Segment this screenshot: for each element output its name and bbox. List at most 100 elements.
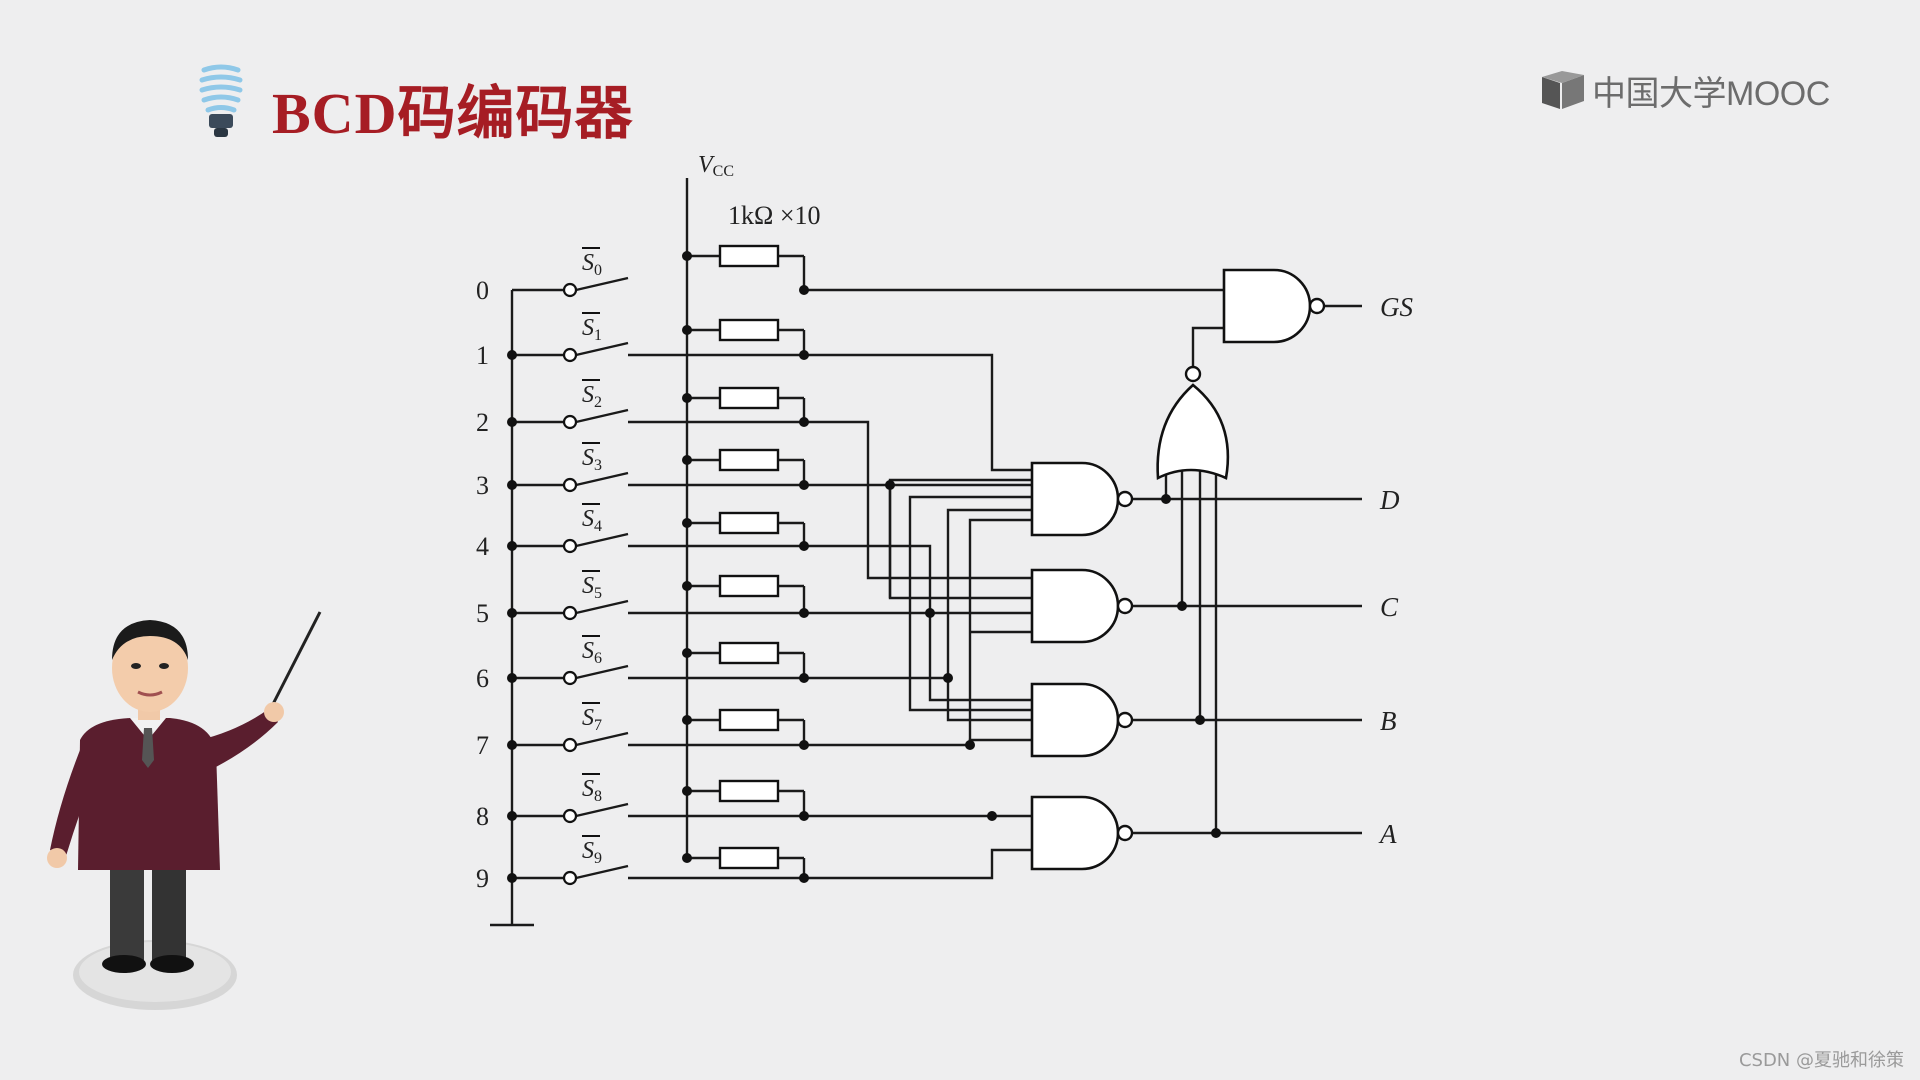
junction-dot [799,417,809,427]
wire [1191,326,1224,367]
switch-contact [562,670,578,686]
switch-label: S8 [582,776,602,805]
output-label: A [1378,819,1397,849]
mooc-logo: 中国大学MOOC [1540,66,1830,115]
wire [888,485,1032,600]
resistor [718,386,780,410]
junction-dot [799,740,809,750]
switch-contact [562,347,578,363]
switch-blade [575,408,629,424]
vcc-label-sub: CC [713,163,734,180]
junction-dot [682,853,692,863]
junction-dot [1177,601,1187,611]
teacher-illustration [30,600,350,1025]
switch-contact [562,808,578,824]
nand-gate-c-bubble [1116,597,1134,615]
nand-gate-d [1030,461,1120,537]
logo-text: 中国大学MOOC [1592,75,1830,113]
input-label: 8 [476,802,489,831]
switch-label: S9 [582,838,602,867]
nand-gate-a-bubble [1116,824,1134,842]
junction-dot [682,455,692,465]
switch-contact [562,538,578,554]
switch-label: S2 [582,382,602,411]
page-title: BCD码编码器 [272,81,634,146]
resistor [718,779,780,803]
nand-gate-a [1030,795,1120,871]
switch-label: S0 [582,250,602,279]
switch-label: S4 [582,506,602,535]
junction-dot [682,648,692,658]
junction-dot [799,480,809,490]
input-label: 9 [476,864,489,893]
nor-gate [1156,383,1230,481]
output-label: D [1379,485,1400,515]
switch-blade [575,599,629,615]
switch-blade [575,802,629,818]
nand-gate-b-bubble [1116,711,1134,729]
junction-dot [682,325,692,335]
junction-dot [507,873,517,883]
switch-blade [575,864,629,880]
junction-dot [507,417,517,427]
junction-dot [507,480,517,490]
switch-contact [562,282,578,298]
switch-contact [562,477,578,493]
wire [628,508,1032,680]
resistor [718,448,780,472]
wire [628,353,1032,472]
junction-dot [682,786,692,796]
switch-blade [575,276,629,292]
junction-dot [682,581,692,591]
wire [968,738,1032,745]
junction-dot [799,541,809,551]
switch-contact [562,870,578,886]
wire [628,544,1032,702]
junction-dot [507,811,517,821]
wire [946,678,1032,722]
resistor [718,574,780,598]
resistor [718,846,780,870]
junction-dot [1195,715,1205,725]
switch-label: S7 [582,705,602,734]
resistor-label: 1kΩ ×10 [728,201,821,230]
input-label: 2 [476,408,489,437]
junction-dot [682,518,692,528]
switch-label: S5 [582,573,602,602]
junction-dot [682,251,692,261]
junction-dot [799,285,809,295]
junction-dot [799,873,809,883]
wire [908,613,1032,712]
junction-dot [682,393,692,403]
wire [908,495,1032,613]
junction-dot [925,608,935,618]
junction-dot [507,740,517,750]
book-icon [1542,70,1584,109]
output-label: C [1380,592,1399,622]
lightbulb-icon [196,62,246,147]
switch-contact [562,737,578,753]
junction-dot [885,480,895,490]
vcc-label-v: V [698,152,715,178]
switch-blade [575,664,629,680]
switch-contact [562,414,578,430]
resistor [718,641,780,665]
junction-dot [943,673,953,683]
junction-dot [799,811,809,821]
junction-dot [507,673,517,683]
resistor [718,318,780,342]
junction-dot [799,350,809,360]
vcc-label: VCC [698,152,734,180]
input-label: 0 [476,276,489,305]
input-label: 3 [476,471,489,500]
resistor [718,244,780,268]
switch-label: S1 [582,315,602,344]
junction-dot [799,673,809,683]
input-label: 6 [476,664,489,693]
junction-dot [987,811,997,821]
wire [628,420,1032,580]
junction-dot [507,541,517,551]
nor-gate-bubble [1184,365,1202,383]
